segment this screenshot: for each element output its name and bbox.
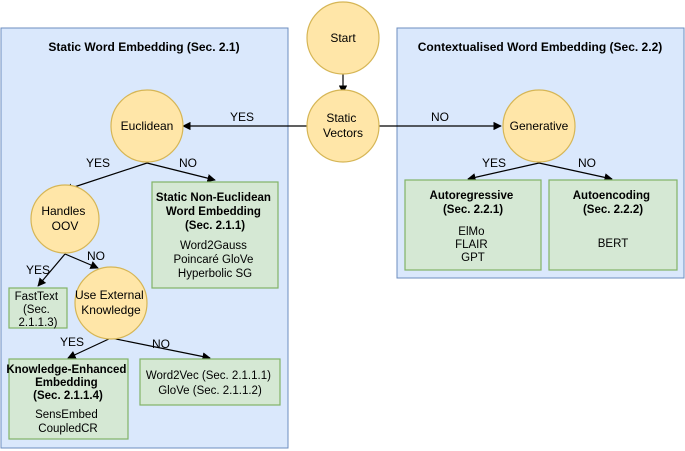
node-start-line-1: Start [330, 31, 356, 45]
node-handles-oov [30, 184, 100, 254]
leaf-knowledge-enhanced-item-2: CoupledCR [38, 423, 97, 435]
node-use-external-text: Use External Knowledge [75, 288, 147, 317]
leaf-autoencoding-title-1: Autoencoding [573, 190, 650, 202]
leaf-fasttext-item-3: 2.1.1.3) [19, 317, 58, 329]
leaf-autoencoding-title-2: (Sec. 2.2.2) [583, 204, 643, 216]
node-static-vectors-line-2: Vectors [323, 126, 363, 140]
node-generative-text: Generative [510, 119, 569, 133]
leaf-fasttext-items: FastText (Sec. 2.1.1.3) [15, 291, 62, 329]
leaf-knowledge-enhanced-item-1: SensEmbed [35, 409, 98, 421]
edge-handles-oov-to-use-external [64, 253, 99, 269]
leaf-word2vec-glove-items: Word2Vec (Sec. 2.1.1.1) GloVe (Sec. 2.1.… [146, 370, 274, 397]
edge-euclidean-to-non-euclidean [146, 162, 216, 183]
leaf-boxes: Static Non-Euclidean Word Embedding (Sec… [6, 179, 678, 440]
leaf-autoregressive-title-1: Autoregressive [430, 190, 514, 202]
leaf-non-euclidean [151, 181, 279, 289]
panel-contextual-title: Contextualised Word Embedding (Sec. 2.2) [418, 40, 662, 54]
leaf-non-euclidean-title-3: (Sec. 2.1.1) [185, 220, 245, 232]
leaf-non-euclidean-item-2: Poincaré GloVe [173, 254, 253, 266]
node-static-vectors-line-1: Static [326, 111, 356, 125]
leaf-knowledge-enhanced-title-3: (Sec. 2.1.1.4) [33, 390, 103, 402]
label-ext-no: NO [152, 337, 170, 351]
leaf-fasttext-item-1: FastText [15, 291, 59, 303]
leaf-autoregressive-title-2: (Sec. 2.2.1) [443, 204, 503, 216]
leaf-autoencoding [548, 179, 678, 271]
decision-nodes: Start Static Vectors Euclidean Generativ… [30, 1, 576, 340]
label-sv-generative: NO [431, 110, 449, 124]
node-handles-oov-line-1: Handles [41, 204, 85, 218]
label-gen-yes: YES [482, 156, 506, 170]
edge-handles-oov-to-fasttext [37, 253, 66, 287]
leaf-autoregressive-item-1: ElMo [458, 226, 484, 238]
edge-generative-to-autoregressive [467, 162, 540, 182]
leaf-word2vec-glove-item-2: GloVe (Sec. 2.1.1.2) [158, 385, 262, 397]
edge-euclidean-to-handles-oov [64, 162, 148, 192]
leaf-knowledge-enhanced-title-1: Knowledge-Enhanced [6, 364, 126, 376]
label-oov-yes: YES [26, 263, 50, 277]
leaf-fasttext-item-2: (Sec. [23, 304, 50, 316]
leaf-autoregressive-items: ElMo FLAIR GPT [455, 226, 491, 264]
leaf-fasttext [8, 287, 68, 329]
leaf-knowledge-enhanced-title: Knowledge-Enhanced Embedding (Sec. 2.1.1… [6, 364, 129, 402]
edges [37, 74, 613, 361]
leaf-non-euclidean-items: Word2Gauss Poincaré GloVe Hyperbolic SG [173, 240, 256, 280]
edge-generative-to-autoencoding [538, 162, 613, 182]
node-static-vectors [306, 89, 380, 163]
leaf-non-euclidean-item-3: Hyperbolic SG [178, 268, 252, 280]
leaf-autoregressive [404, 179, 542, 271]
leaf-non-euclidean-title-2: Word Embedding [166, 206, 261, 218]
leaf-autoregressive-item-2: FLAIR [455, 239, 488, 251]
label-sv-euclidean: YES [230, 110, 254, 124]
leaf-autoencoding-items: BERT [598, 238, 628, 250]
leaf-autoregressive-title: Autoregressive (Sec. 2.2.1) [430, 190, 517, 216]
node-euclidean-text: Euclidean [121, 119, 174, 133]
leaf-knowledge-enhanced-items: SensEmbed CoupledCR [35, 409, 101, 435]
node-handles-oov-line-2: OOV [52, 219, 79, 233]
node-handles-oov-text: Handles OOV [41, 204, 88, 233]
leaf-autoencoding-item-1: BERT [598, 238, 628, 250]
node-use-external-line-2: Knowledge [81, 303, 141, 317]
label-ext-yes: YES [60, 335, 84, 349]
node-static-vectors-text: Static Vectors [323, 111, 363, 140]
leaf-word2vec-glove [139, 358, 281, 406]
node-euclidean-line-1: Euclidean [121, 119, 174, 133]
leaf-knowledge-enhanced [8, 358, 129, 440]
node-generative-line-1: Generative [510, 119, 569, 133]
label-euclidean-no: NO [179, 156, 197, 170]
leaf-autoregressive-item-3: GPT [461, 252, 485, 264]
label-euclidean-yes: YES [86, 156, 110, 170]
node-euclidean [110, 89, 184, 163]
edge-labels: YES NO YES NO YES NO YES NO YES NO [26, 110, 596, 351]
edge-use-external-to-word2vec [110, 337, 211, 361]
node-start-text: Start [330, 31, 356, 45]
leaf-word2vec-glove-item-1: Word2Vec (Sec. 2.1.1.1) [146, 370, 271, 382]
node-use-external-line-1: Use External [75, 288, 144, 302]
node-start [306, 1, 380, 75]
leaf-knowledge-enhanced-title-2: Embedding [35, 377, 98, 389]
label-gen-no: NO [578, 156, 596, 170]
leaf-non-euclidean-title: Static Non-Euclidean Word Embedding (Sec… [156, 192, 274, 232]
node-use-external [74, 266, 148, 340]
leaf-non-euclidean-title-1: Static Non-Euclidean [156, 192, 271, 204]
edge-use-external-to-knowledge-enhanced [67, 337, 112, 359]
label-oov-no: NO [87, 249, 105, 263]
leaf-autoencoding-title: Autoencoding (Sec. 2.2.2) [573, 190, 654, 216]
panel-static-title: Static Word Embedding (Sec. 2.1) [48, 40, 239, 54]
node-generative [502, 89, 576, 163]
leaf-non-euclidean-item-1: Word2Gauss [180, 240, 247, 252]
